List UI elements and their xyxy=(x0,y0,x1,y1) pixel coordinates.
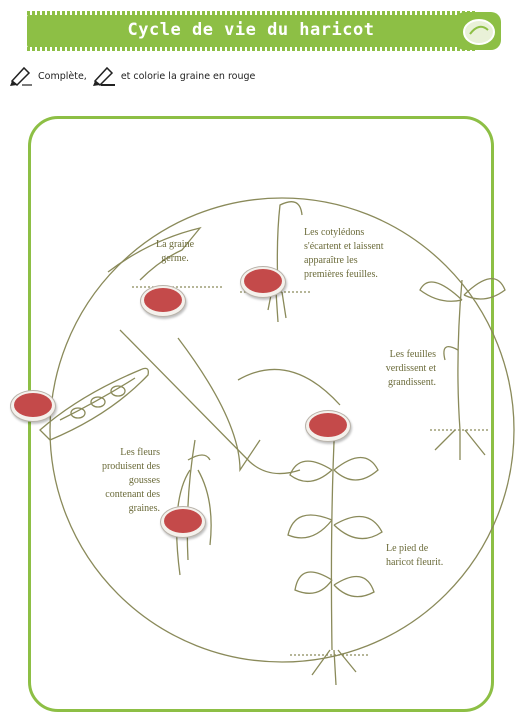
stage-caption-leaves: Les feuilles verdissent et grandissent. xyxy=(370,348,436,390)
stage-caption-cotyledons: Les cotylédons s'écartent et laissent ap… xyxy=(304,226,396,282)
answer-marker-pods[interactable] xyxy=(160,506,206,538)
answer-marker-pods-open[interactable] xyxy=(10,390,56,422)
answer-marker-cotyledons[interactable] xyxy=(240,266,286,298)
stage-caption-germination: La graine germe. xyxy=(142,238,208,266)
stage-caption-flowering: Le pied de haricot fleurit. xyxy=(386,542,446,570)
stage-caption-pods: Les fleurs produisent des gousses conten… xyxy=(96,446,160,516)
answer-marker-flowering[interactable] xyxy=(305,410,351,442)
answer-marker-germination[interactable] xyxy=(140,285,186,317)
